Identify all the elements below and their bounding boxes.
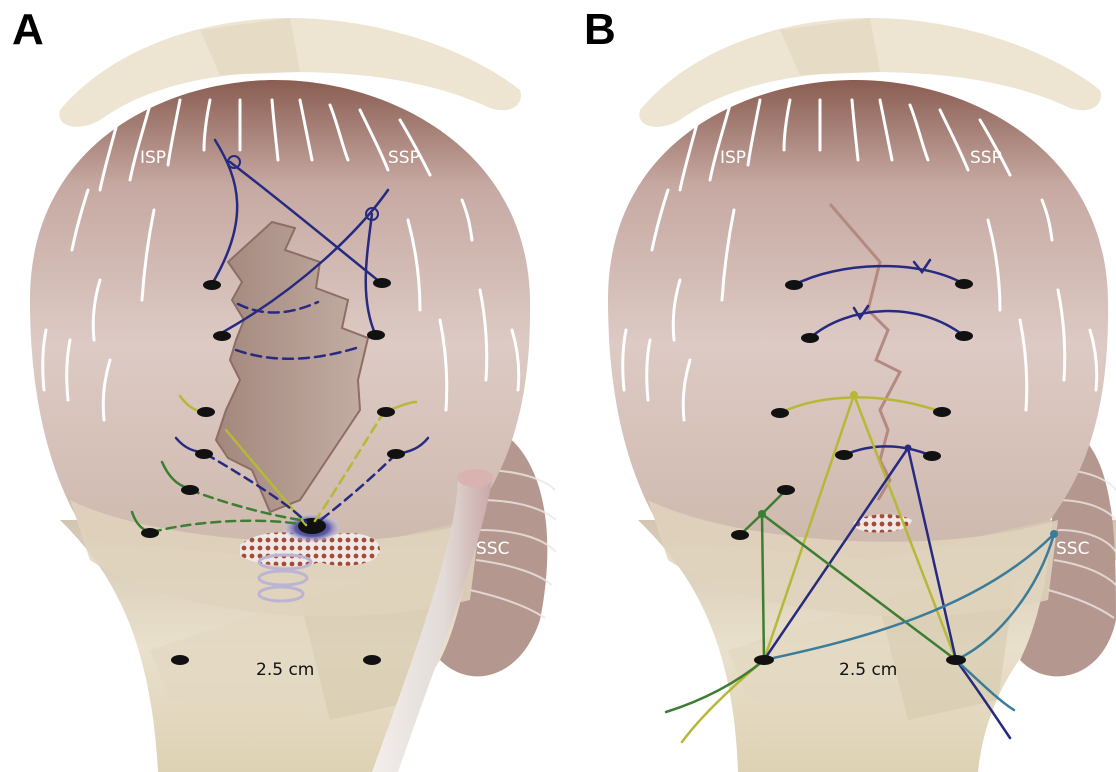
ssp-label: SSP bbox=[970, 150, 1002, 167]
panel-a-illustration bbox=[0, 0, 558, 772]
suture-anchor-icon bbox=[367, 330, 385, 340]
suture-anchor-icon bbox=[785, 280, 803, 290]
suture-anchor-icon bbox=[373, 278, 391, 288]
suture-anchor-icon bbox=[387, 449, 405, 459]
suture-anchor-icon bbox=[377, 407, 395, 417]
ssp-label: SSP bbox=[388, 150, 420, 167]
suture-anchor-icon bbox=[731, 530, 749, 540]
suture-anchor-icon bbox=[946, 655, 966, 665]
suture-anchor-icon bbox=[955, 279, 973, 289]
suture-anchor-icon bbox=[955, 331, 973, 341]
suture-anchor-icon bbox=[923, 451, 941, 461]
panel-b: B ISP SSP SSC 2.5 cm bbox=[558, 0, 1116, 772]
suture-anchor-icon bbox=[363, 655, 381, 665]
suture-anchor-icon bbox=[195, 449, 213, 459]
panel-b-illustration bbox=[558, 0, 1116, 772]
suture-anchor-icon bbox=[801, 333, 819, 343]
suture-anchor-icon bbox=[171, 655, 189, 665]
suture-anchor-icon bbox=[777, 485, 795, 495]
suture-anchor-icon bbox=[933, 407, 951, 417]
ssc-label: SSC bbox=[476, 541, 509, 558]
suture-anchor-icon bbox=[197, 407, 215, 417]
distance-label: 2.5 cm bbox=[256, 662, 314, 679]
panel-letter: A bbox=[12, 8, 44, 52]
panel-a: A ISP SSP SSC 2.5 cm bbox=[0, 0, 558, 772]
isp-label: ISP bbox=[720, 150, 746, 167]
suture-anchor-icon bbox=[835, 450, 853, 460]
suture-anchor-icon bbox=[771, 408, 789, 418]
panel-letter: B bbox=[584, 8, 616, 52]
suture-anchor-icon bbox=[181, 485, 199, 495]
suture-anchor-icon bbox=[141, 528, 159, 538]
biceps-tendon-end bbox=[457, 469, 493, 487]
suture-anchor-icon bbox=[754, 655, 774, 665]
distance-label: 2.5 cm bbox=[839, 662, 897, 679]
isp-label: ISP bbox=[140, 150, 166, 167]
suture-anchor-icon bbox=[213, 331, 231, 341]
ssc-label: SSC bbox=[1056, 541, 1089, 558]
suture-anchor-icon bbox=[203, 280, 221, 290]
